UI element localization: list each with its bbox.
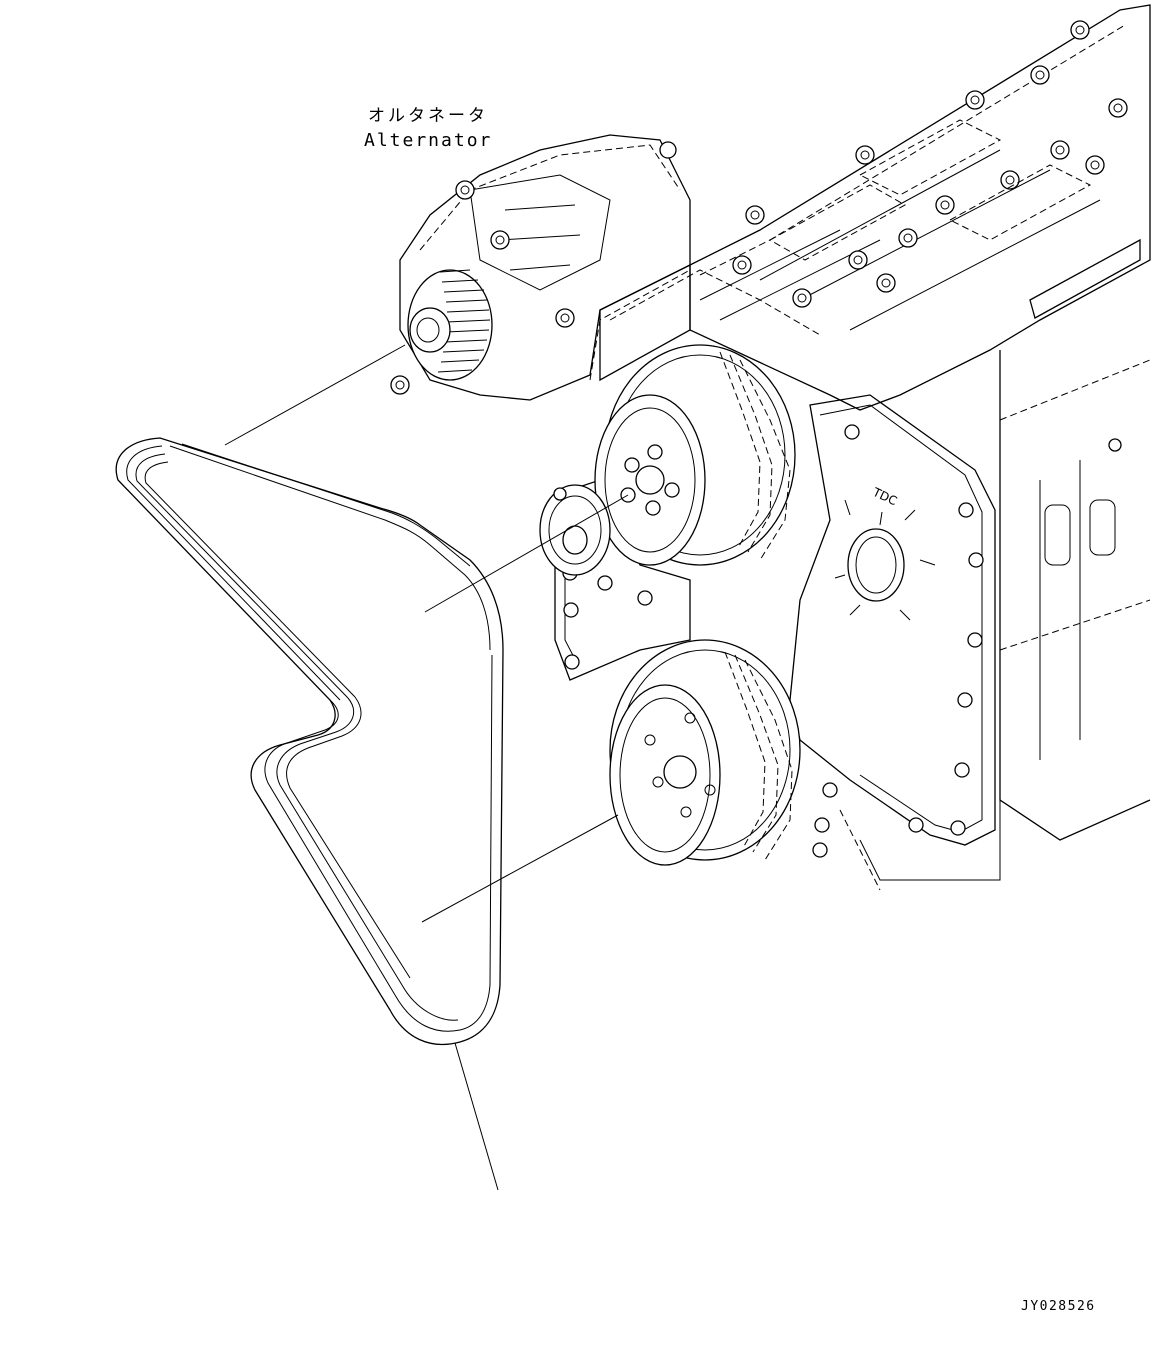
idler-pulley (539, 484, 611, 576)
svg-text:TDC: TDC (870, 485, 899, 509)
assembly-lines (224, 344, 629, 923)
head-bolts (732, 20, 1128, 308)
fan-pulley (594, 344, 796, 566)
timing-cover: TDC (789, 394, 1122, 858)
drawing-number: JY028526 (1021, 1299, 1096, 1314)
crank-pulley (609, 639, 801, 866)
alternator-callout-en: Alternator (364, 130, 493, 151)
alternator (390, 134, 691, 401)
engine-block (599, 4, 1151, 891)
poly-v-belt (115, 437, 504, 1191)
cover-bolts (812, 424, 1122, 858)
alternator-callout-jp: オルタネータ (368, 106, 488, 126)
